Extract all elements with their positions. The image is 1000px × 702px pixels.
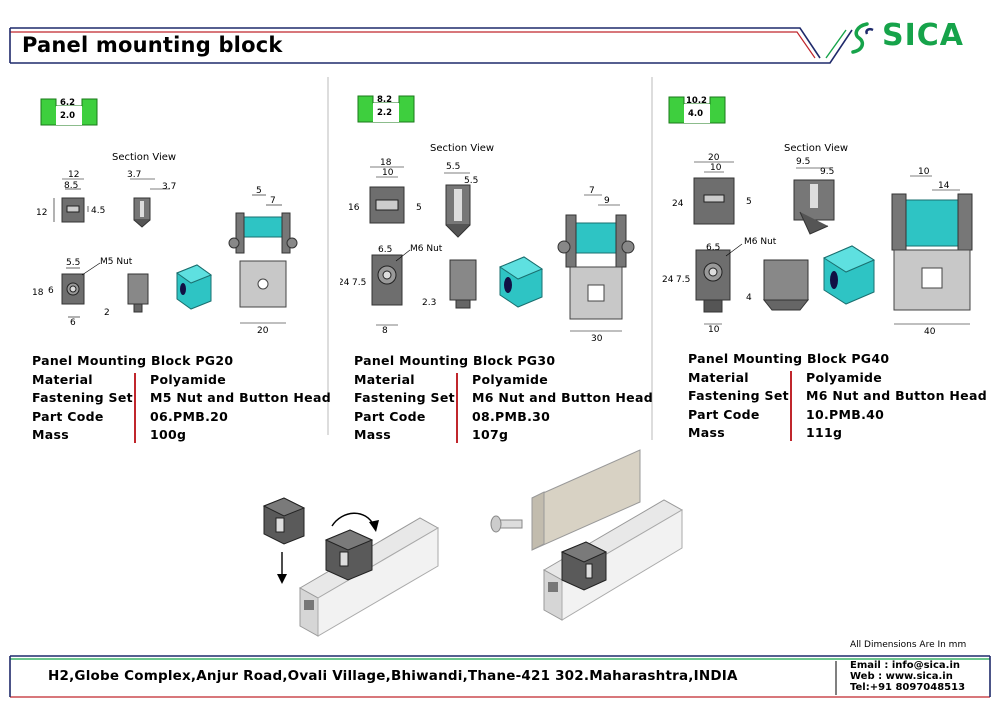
section-view-label: Section View [112,152,177,163]
svg-text:M6 Nut: M6 Nut [410,244,443,254]
svg-text:5.5: 5.5 [66,258,80,268]
svg-text:M5 Nut: M5 Nut [100,257,133,267]
svg-text:18: 18 [380,158,392,168]
product-name: Panel Mounting Block PG30 [354,353,556,368]
svg-text:4.5: 4.5 [91,206,105,216]
svg-text:5.5: 5.5 [446,162,460,172]
svg-text:20: 20 [708,153,720,163]
assembly-illustration [262,449,684,637]
svg-text:6: 6 [70,318,76,328]
technical-drawing-pg30: 18 10 16 5 5.5 5.5 6.5 24 7.5 8 M6 Nut 2… [340,158,635,344]
header-lines [9,27,853,64]
sica-logo-icon [851,22,874,54]
svg-text:3.7: 3.7 [127,170,141,180]
spec-divider [790,371,792,441]
column-dividers [327,77,653,440]
section-view-label: Section View [784,143,849,154]
page-title: Panel mounting block [22,33,283,57]
svg-text:6.5: 6.5 [378,245,392,255]
technical-drawing-pg40: 20 10 24 5 9.5 9.5 6.5 24 7.5 10 M6 Nut … [662,153,973,337]
svg-text:3.7: 3.7 [162,182,176,192]
svg-text:24: 24 [672,199,684,209]
svg-text:10: 10 [710,163,722,173]
svg-text:7.5: 7.5 [352,278,366,288]
svg-text:2: 2 [104,308,110,318]
slot-badge-pg20: 6.2 2.0 [40,98,98,130]
contact-email[interactable]: Email : info@sica.in [850,660,960,671]
svg-text:8.5: 8.5 [64,181,78,191]
section-view-label: Section View [430,143,495,154]
svg-text:5: 5 [746,197,752,207]
product-name: Panel Mounting Block PG20 [32,353,234,368]
svg-text:8: 8 [382,326,388,336]
svg-text:20: 20 [257,326,269,335]
svg-text:16: 16 [348,203,360,213]
product-name: Panel Mounting Block PG40 [688,351,890,366]
svg-text:7.5: 7.5 [676,275,690,285]
svg-text:10: 10 [382,168,394,178]
svg-text:5.5: 5.5 [464,176,478,186]
svg-text:30: 30 [591,334,603,344]
svg-text:5: 5 [256,186,262,196]
svg-text:M6 Nut: M6 Nut [744,237,777,247]
contact-tel: Tel:+91 8097048513 [850,682,966,693]
dimensions-note: All Dimensions Are In mm [850,640,967,650]
company-address: H2,Globe Complex,Anjur Road,Ovali Villag… [48,668,738,684]
spec-divider [134,373,136,443]
contact-web[interactable]: Web : www.sica.in [850,671,953,682]
svg-text:10: 10 [918,167,930,177]
svg-text:9: 9 [604,196,610,206]
svg-text:24: 24 [340,278,350,288]
svg-text:6: 6 [48,286,54,296]
svg-text:12: 12 [36,208,47,218]
svg-text:9.5: 9.5 [820,167,834,177]
svg-text:7: 7 [589,186,595,196]
technical-drawing-pg20: 12 8.5 12 4.5 3.7 3.7 5.5 18 6 6 M5 Nut … [32,170,298,335]
svg-text:18: 18 [32,288,44,298]
svg-text:14: 14 [938,181,950,191]
svg-text:2.3: 2.3 [422,298,436,308]
spec-divider [456,373,458,443]
contact-info: Email : info@sica.in Web : www.sica.in T… [850,660,965,693]
svg-text:12: 12 [68,170,79,180]
slot-badge-pg30: 8.2 2.2 [357,95,415,127]
svg-text:40: 40 [924,327,936,337]
footer-lines [9,655,991,698]
svg-text:6.5: 6.5 [706,243,720,253]
svg-text:9.5: 9.5 [796,157,810,167]
svg-text:5: 5 [416,203,422,213]
slot-badge-pg40: 10.2 4.0 [668,96,726,128]
svg-text:4: 4 [746,293,752,303]
svg-text:7: 7 [270,196,276,206]
svg-text:10: 10 [708,325,720,335]
brand-name: SICA [882,18,965,53]
svg-text:24: 24 [662,275,674,285]
